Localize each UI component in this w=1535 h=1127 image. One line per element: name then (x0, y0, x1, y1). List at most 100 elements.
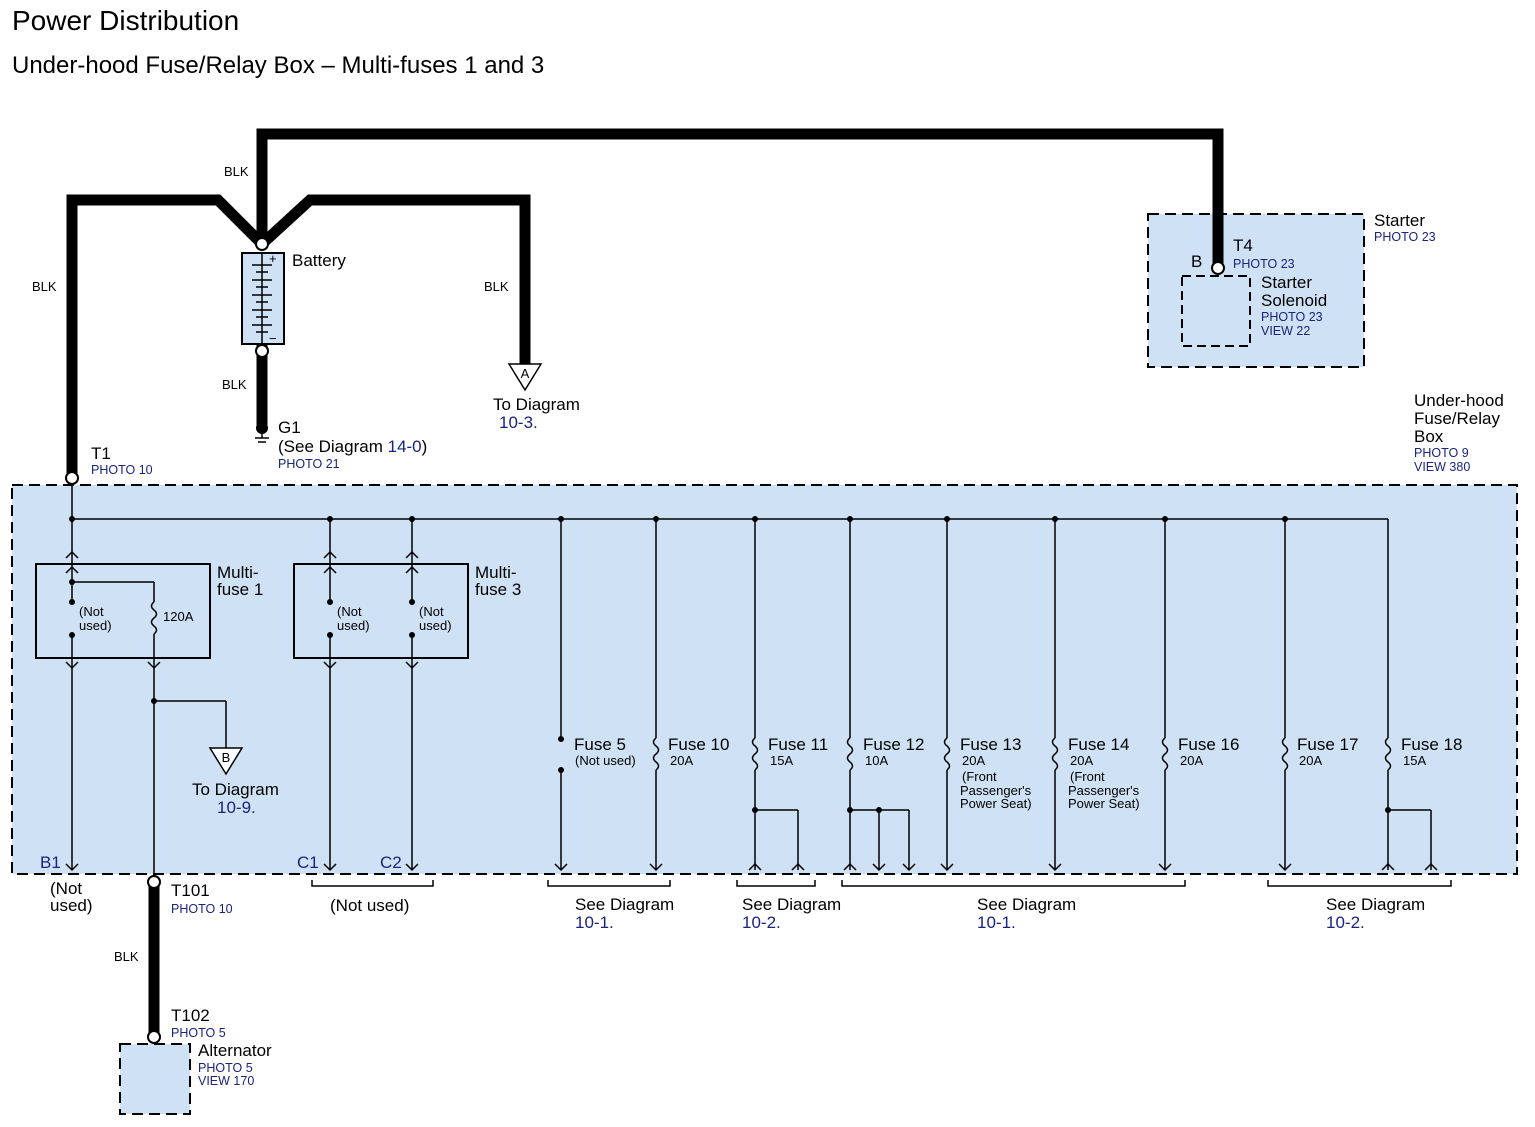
see-diagram-3: See Diagram (977, 895, 1076, 914)
connector-b-diagram-link[interactable]: 10-9. (217, 798, 256, 817)
fuse-11-rating: 15A (770, 753, 793, 768)
battery-negative-terminal (255, 344, 269, 358)
mf1-label-line2: fuse 1 (217, 580, 263, 599)
mf3-not-used-b-line2: used) (419, 618, 452, 633)
solenoid-view: VIEW 22 (1261, 324, 1310, 338)
fuse-11-circuit (748, 519, 805, 871)
fuse-5-circuit (554, 519, 568, 872)
fuse-14-note-line1: (Front (1070, 769, 1105, 784)
fuse-13-name: Fuse 13 (960, 735, 1021, 754)
fuse-18-rating: 15A (1403, 753, 1426, 768)
battery-symbol (241, 252, 285, 345)
fuse-14-note-line2: Passenger's (1068, 783, 1140, 798)
battery-label: Battery (292, 251, 346, 270)
t102-photo: PHOTO 5 (171, 1026, 226, 1040)
connector-a-triangle (507, 363, 543, 392)
fuse-10-circuit (649, 519, 663, 872)
wire-color-label: BLK (222, 377, 247, 392)
starter-pin-b: B (1191, 252, 1202, 271)
see-diagram-1-link[interactable]: 10-1. (575, 913, 614, 932)
fuse-16-name: Fuse 16 (1178, 735, 1239, 754)
multifuse-1 (35, 519, 227, 876)
fuse-17-name: Fuse 17 (1297, 735, 1358, 754)
ground-icon (255, 422, 269, 443)
bracket-group-1 (547, 880, 671, 887)
see-diagram-2-link[interactable]: 10-2. (742, 913, 781, 932)
t101-photo: PHOTO 10 (171, 902, 233, 916)
fuse-16-circuit (1158, 519, 1172, 872)
b1-not-used-line1: (Not (50, 879, 82, 898)
fuse-13-note-line3: Power Seat) (960, 796, 1032, 811)
mf1-not-used-line1: (Not (79, 604, 104, 619)
fuse-relay-box-outline (11, 484, 1518, 875)
mf3-not-used-b-line1: (Not (419, 604, 444, 619)
fuse-10-rating: 20A (670, 753, 693, 768)
cable-battery-to-t1 (66, 194, 266, 478)
page-subtitle: Under-hood Fuse/Relay Box – Multi-fuses … (12, 52, 544, 79)
mf3-label-line2: fuse 3 (475, 580, 521, 599)
connector-a-to: To Diagram (493, 395, 580, 414)
mf1-not-used-line2: used) (79, 618, 112, 633)
starter-label: Starter (1374, 211, 1425, 230)
see-diagram-4-link[interactable]: 10-2. (1326, 913, 1365, 932)
fuse-14-note-line3: Power Seat) (1068, 796, 1140, 811)
t1-label: T1 (91, 444, 111, 463)
fuse-box-label-line3: Box (1414, 427, 1444, 446)
fuse-14-rating: 20A (1070, 753, 1093, 768)
mf3-not-used-a-line2: used) (337, 618, 370, 633)
fuse-12-name: Fuse 12 (863, 735, 924, 754)
connector-a-letter: A (521, 366, 530, 381)
wire-color-label: BLK (224, 164, 249, 179)
mf3-label-line1: Multi- (475, 563, 517, 582)
mf1-rating: 120A (163, 609, 194, 624)
see-diagram-3-link[interactable]: 10-1. (977, 913, 1016, 932)
battery-plus: + (269, 251, 277, 266)
t102-label: T102 (171, 1006, 210, 1025)
fuse-12-rating: 10A (865, 753, 888, 768)
bracket-c-pins (311, 880, 434, 887)
fuse-box-label-line1: Under-hood (1414, 391, 1504, 410)
connector-a-diagram-link[interactable]: 10-3. (499, 413, 538, 432)
t1-photo: PHOTO 10 (91, 463, 153, 477)
fuse-18-circuit (1381, 519, 1438, 871)
solenoid-photo: PHOTO 23 (1261, 310, 1323, 324)
bracket-group-4 (1267, 880, 1452, 887)
fuse-17-rating: 20A (1299, 753, 1322, 768)
fuse-12-circuit (843, 519, 916, 872)
alternator-label: Alternator (198, 1041, 272, 1060)
cable-battery-to-connector-a (258, 194, 531, 364)
alternator-box (119, 1043, 191, 1115)
battery-minus: − (269, 331, 277, 346)
cable-battery-to-starter (256, 128, 1224, 268)
t101-terminal (147, 875, 161, 889)
fuse-17-circuit (1278, 519, 1292, 872)
t101-label: T101 (171, 881, 210, 900)
fuse-box-photo: PHOTO 9 (1414, 446, 1469, 460)
alternator-view: VIEW 170 (198, 1074, 254, 1088)
fuse-11-name: Fuse 11 (768, 735, 828, 754)
starter-terminal-t4 (1211, 261, 1225, 275)
fuse-18-name: Fuse 18 (1401, 735, 1462, 754)
multifuse-3 (293, 519, 469, 872)
t4-label: T4 (1233, 236, 1253, 255)
ground-id: G1 (278, 418, 301, 437)
bracket-group-2 (736, 880, 816, 887)
mf1-label-line1: Multi- (217, 563, 259, 582)
t4-photo: PHOTO 23 (1233, 257, 1295, 271)
wire-color-label: BLK (484, 279, 509, 294)
c-not-used: (Not used) (330, 896, 409, 915)
fuse-14-name: Fuse 14 (1068, 735, 1129, 754)
fuse-13-note-line1: (Front (962, 769, 997, 784)
fuse-5-rating: (Not used) (575, 753, 636, 768)
t1-terminal (65, 471, 79, 485)
fuse-13-circuit (940, 519, 954, 872)
see-diagram-1: See Diagram (575, 895, 674, 914)
fuse-box-label-line2: Fuse/Relay (1414, 409, 1500, 428)
ground-note: (See Diagram 14-0) (278, 437, 427, 456)
connector-b-letter: B (222, 750, 231, 765)
see-diagram-2: See Diagram (742, 895, 841, 914)
fuse-box-view: VIEW 380 (1414, 460, 1470, 474)
page-title: Power Distribution (12, 5, 239, 36)
fuse-16-rating: 20A (1180, 753, 1203, 768)
